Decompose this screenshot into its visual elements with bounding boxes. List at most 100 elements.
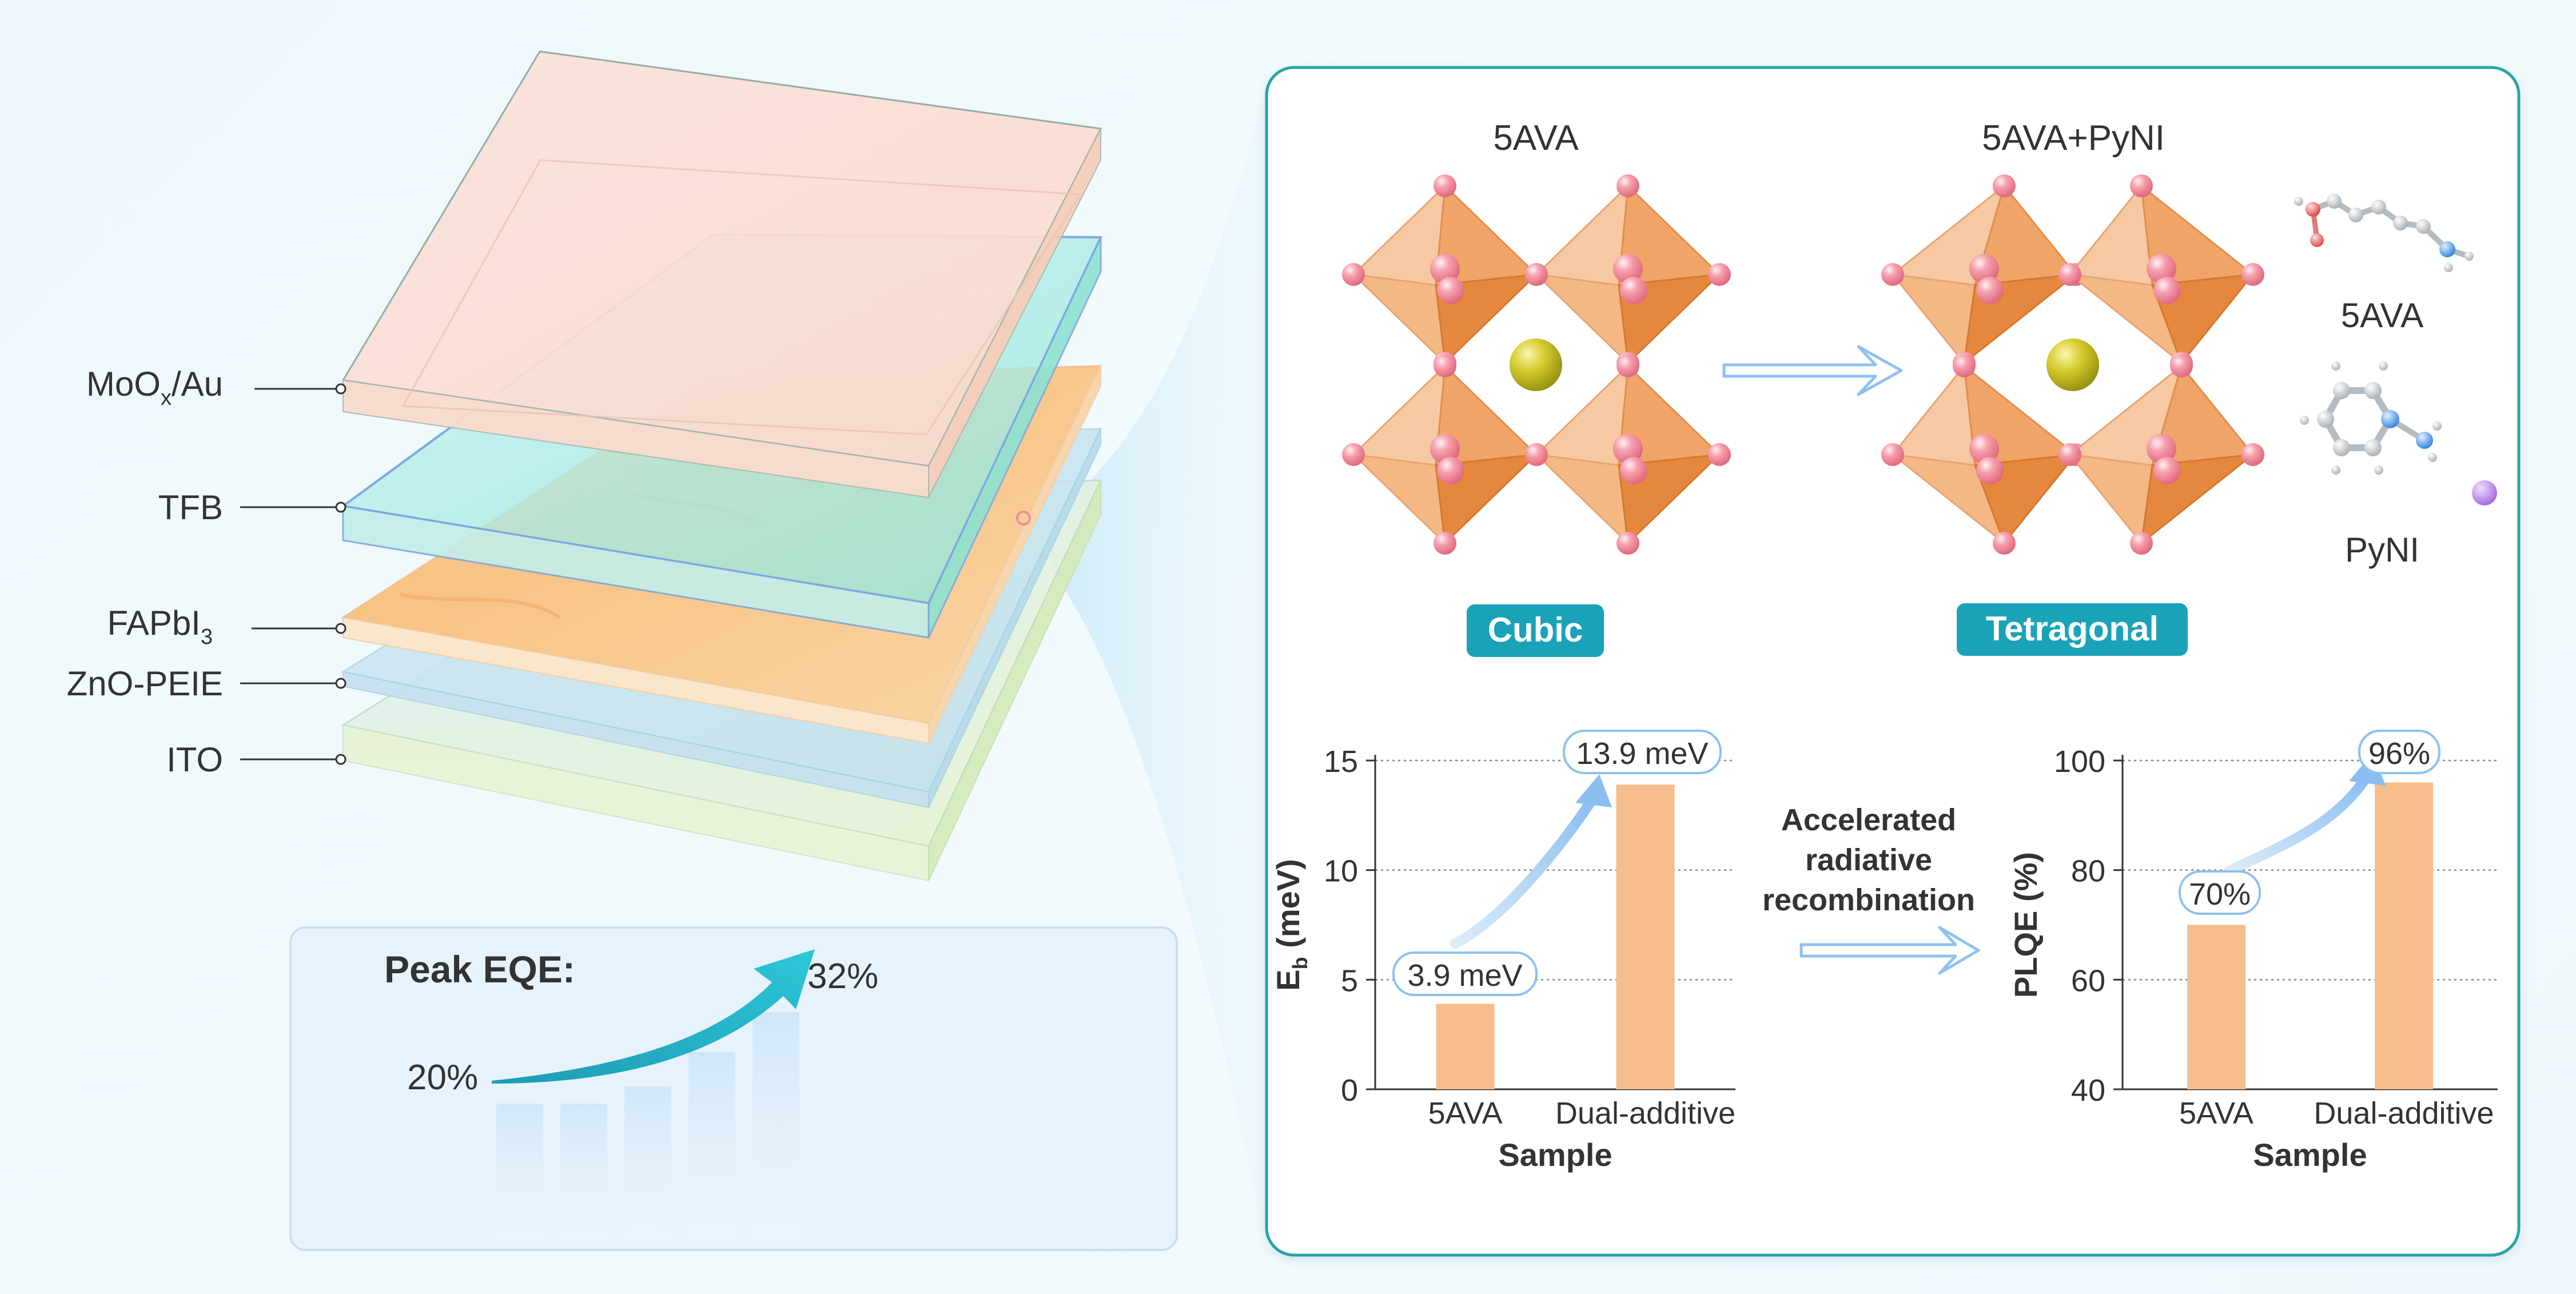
data-label-pill — [1563, 730, 1722, 774]
halide-atom — [1342, 443, 1365, 466]
halide-atom — [1708, 263, 1731, 286]
halide-atom — [1617, 355, 1639, 377]
octahedron — [1342, 355, 1548, 555]
data-label: 70% — [2189, 877, 2251, 911]
halide-atom — [1969, 434, 1999, 464]
svg-text:Accelerated: Accelerated — [1781, 803, 1956, 837]
svg-text:Cubic: Cubic — [1488, 611, 1583, 649]
eqe-box: Peak EQE: 20% 32% — [289, 926, 1178, 1251]
label-tfb: TFB — [158, 488, 347, 527]
octahedron — [1525, 174, 1731, 375]
eqe-start-value: 20% — [407, 1058, 478, 1097]
y-tick-label: 10 — [1324, 854, 1358, 889]
growth-arrow — [1450, 794, 1598, 949]
recombination-arrow — [1799, 926, 1980, 975]
layer-labels: MoOx/Au TFB FAPbI3 ZnO-PEIE ITO — [67, 365, 347, 779]
eb-bar-chart: 0 5 10 15 5AVA Dual-additive 3.9 meV 13.9 meV Sa… — [1270, 730, 1735, 1173]
transformation-arrow — [1722, 345, 1903, 396]
label-moox-au: MoOx/Au — [86, 365, 347, 410]
data-label: 3.9 meV — [1407, 958, 1522, 993]
halide-atom — [1617, 532, 1639, 555]
halide-atom — [2147, 434, 2176, 464]
halide-atom — [2059, 263, 2081, 286]
octahedron — [2059, 355, 2264, 555]
device-stack — [340, 50, 1103, 882]
x-axis-label: Sample — [1498, 1137, 1612, 1173]
halide-atom — [2241, 263, 2264, 286]
eqe-title: Peak EQE: — [384, 948, 575, 990]
x-axis-label: Sample — [2253, 1137, 2367, 1173]
halide-atom — [2153, 457, 2181, 484]
halide-atom — [1993, 532, 2016, 555]
halide-atom — [2130, 174, 2153, 197]
halide-atom — [1434, 532, 1456, 555]
halide-atom — [1430, 254, 1460, 284]
halide-atom — [1434, 355, 1456, 377]
molecule-5ava-label: 5AVA — [2341, 296, 2424, 335]
growth-arrow — [2222, 773, 2371, 877]
molecule-pyni — [2300, 361, 2497, 505]
bar — [1616, 785, 1675, 1089]
bar — [1436, 1004, 1495, 1089]
halide-atom — [2130, 532, 2153, 555]
svg-text:radiative: radiative — [1805, 843, 1932, 877]
halide-atom — [1976, 457, 2004, 484]
halide-atom — [1342, 263, 1365, 286]
octahedron — [1881, 355, 2087, 555]
light-beam — [1052, 80, 1267, 1255]
svg-text:recombination: recombination — [1762, 883, 1975, 917]
y-tick-label: 80 — [2071, 854, 2105, 889]
y-tick-label: 100 — [2054, 744, 2105, 779]
data-label: 13.9 meV — [1576, 736, 1708, 771]
halide-atom — [1993, 174, 2016, 197]
halide-atom — [1613, 434, 1643, 464]
halide-atom — [1620, 457, 1647, 484]
octahedron — [1881, 174, 2087, 375]
halide-atom — [1708, 443, 1731, 466]
recombination-label: Accelerated radiative recombination — [1762, 803, 1975, 917]
y-tick-label: 15 — [1324, 744, 1358, 779]
y-tick-label: 60 — [2071, 963, 2105, 998]
structure-title-left: 5AVA — [1493, 118, 1579, 158]
data-label-pill — [2179, 870, 2261, 915]
x-tick-label: Dual-additive — [1555, 1096, 1735, 1130]
y-tick-label: 0 — [1341, 1073, 1358, 1108]
y-axis-label: PLQE (%) — [2008, 852, 2044, 998]
x-tick-label: Dual-additive — [2314, 1096, 2494, 1130]
svg-text:MoOx/Au: MoOx/Au — [86, 365, 223, 410]
octahedron — [1525, 355, 1731, 555]
x-tick-label: 5AVA — [1428, 1096, 1502, 1130]
svg-text:ZnO-PEIE: ZnO-PEIE — [67, 664, 223, 703]
bar — [2187, 925, 2245, 1089]
halide-atom — [1613, 254, 1643, 284]
label-ito: ITO — [166, 740, 347, 779]
y-axis-label: Eb (meV) — [1270, 859, 1312, 991]
molecule-pyni-label: PyNI — [2345, 531, 2419, 569]
y-tick-label: 5 — [1341, 963, 1358, 998]
halide-atom — [2241, 443, 2264, 466]
halide-atom — [1881, 263, 1904, 286]
a-site-cation — [2047, 339, 2099, 391]
eqe-end-value: 32% — [807, 957, 878, 996]
halide-atom — [1617, 174, 1639, 197]
halide-atom — [1881, 443, 1904, 466]
tetragonal-lattice — [1881, 174, 2264, 555]
a-site-cation — [1510, 339, 1562, 391]
y-tick-label: 40 — [2071, 1073, 2105, 1108]
bar — [2375, 782, 2433, 1089]
phase-badge-cubic: Cubic — [1467, 604, 1604, 657]
halide-atom — [1430, 434, 1460, 464]
halide-atom — [1976, 277, 2004, 304]
halide-atom — [1437, 277, 1464, 304]
structure-title-right: 5AVA+PyNI — [1982, 118, 2165, 158]
halide-atom — [1969, 254, 1999, 284]
halide-atom — [2170, 355, 2193, 377]
layer-moox-au — [341, 50, 1102, 499]
data-label: 96% — [2368, 736, 2430, 771]
eqe-growth-arrow — [492, 949, 815, 1084]
halide-atom — [1434, 174, 1456, 197]
cubic-lattice — [1342, 174, 1731, 555]
halide-atom — [1525, 263, 1548, 286]
halide-atom — [1620, 277, 1647, 304]
x-tick-label: 5AVA — [2179, 1096, 2253, 1130]
